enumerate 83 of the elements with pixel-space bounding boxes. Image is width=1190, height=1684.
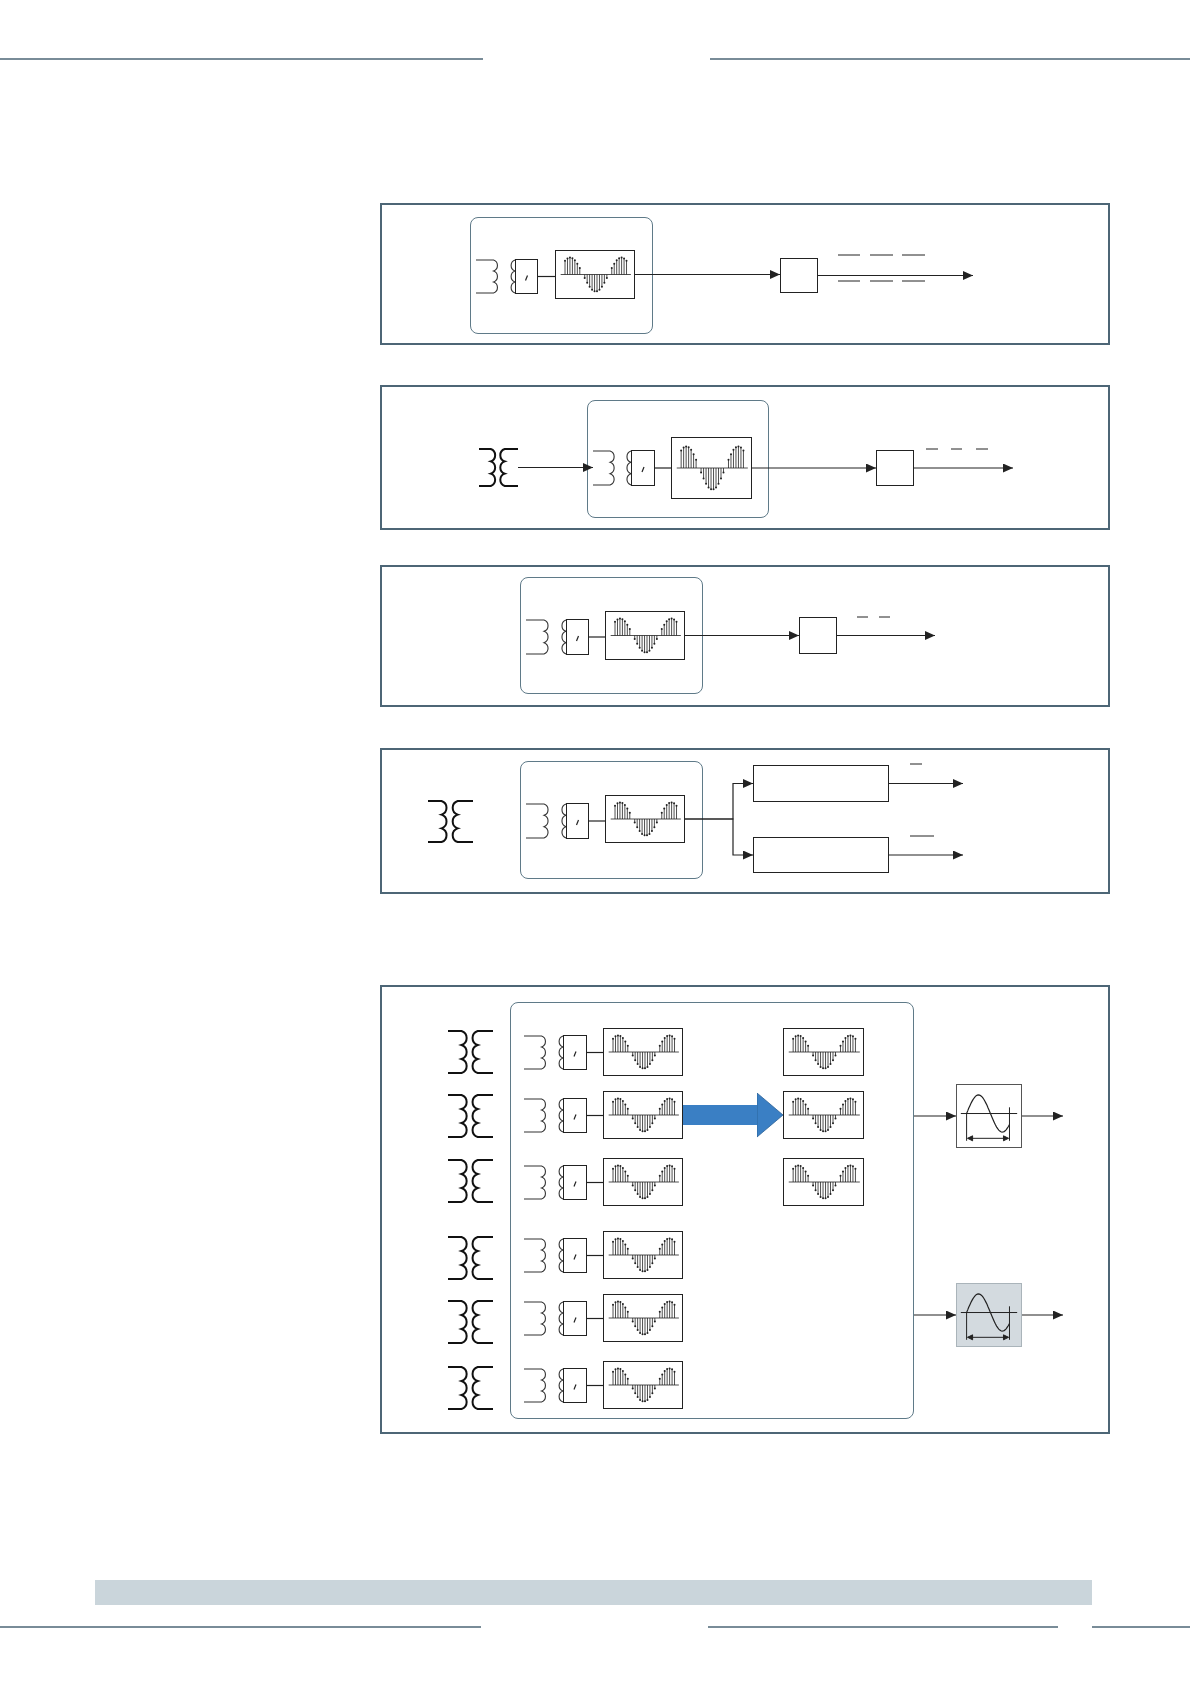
converter-box [514, 258, 538, 294]
arrow [913, 1111, 957, 1121]
sampled-waveform-box [782, 1027, 864, 1076]
input-transformer-symbol [525, 618, 566, 655]
function-box [780, 258, 818, 293]
module-box [520, 761, 703, 879]
sampled-waveform-box [602, 1293, 683, 1342]
function-box [753, 837, 889, 873]
sampled-waveform-box [782, 1090, 864, 1139]
transformer-symbol [448, 1366, 493, 1410]
arrow [684, 631, 800, 640]
connector-line [588, 820, 606, 822]
input-transformer-symbol [523, 1034, 563, 1070]
connector-line [586, 1181, 604, 1184]
converter-box [565, 618, 589, 655]
converter-box [565, 802, 589, 839]
transformer-symbol [479, 448, 518, 487]
connector-line [537, 275, 556, 278]
converter-box [562, 1300, 587, 1336]
module-box [470, 217, 653, 334]
sampled-waveform-box [782, 1157, 864, 1206]
input-transformer-symbol [523, 1164, 563, 1200]
connector-line [588, 636, 606, 638]
sampled-waveform-box [602, 1027, 683, 1076]
sampled-waveform-box [602, 1157, 683, 1206]
module-box [587, 400, 769, 518]
input-transformer-symbol [523, 1367, 563, 1403]
arrow [888, 850, 964, 860]
function-box [876, 450, 914, 486]
connector-line [586, 1114, 604, 1117]
arrow [517, 463, 594, 472]
module-box [520, 577, 703, 694]
converter-box [562, 1034, 587, 1070]
arrow [913, 1310, 957, 1320]
module-box [510, 1002, 914, 1419]
connector-line [586, 1317, 604, 1320]
input-transformer-symbol [592, 449, 631, 486]
transformer-symbol [448, 1236, 493, 1280]
sampled-waveform-box [670, 436, 752, 499]
function-box [799, 617, 837, 654]
transformer-symbol [448, 1030, 493, 1074]
input-transformer-symbol [523, 1237, 563, 1273]
arrow [817, 271, 974, 280]
input-transformer-symbol [475, 258, 515, 294]
block-arrow [683, 1092, 784, 1138]
arrow [1021, 1111, 1064, 1121]
panel-frame [380, 748, 1110, 894]
arrow [888, 779, 964, 788]
connector-line [586, 1384, 604, 1387]
connector-line [586, 1254, 604, 1257]
transformer-symbol [448, 1300, 493, 1344]
transformer-symbol [448, 1159, 493, 1203]
connector-line [586, 1051, 604, 1054]
arrow [913, 463, 1014, 473]
converter-box [562, 1367, 587, 1403]
panel-frame [380, 203, 1110, 345]
transformer-symbol [428, 800, 473, 843]
input-transformer-symbol [525, 802, 566, 839]
arrow [836, 631, 936, 640]
panel-frame [380, 565, 1110, 707]
arrow [634, 270, 781, 279]
arrow [751, 463, 877, 473]
converter-box [562, 1097, 587, 1133]
sampled-waveform-box [604, 610, 685, 660]
sampled-waveform-box [602, 1230, 683, 1279]
measuring-box [956, 1084, 1022, 1148]
connector-line [654, 467, 672, 469]
panel-frame [380, 985, 1110, 1434]
converter-box [630, 449, 655, 486]
arrow [1021, 1310, 1064, 1320]
arrow [684, 818, 754, 860]
function-box [753, 765, 889, 802]
input-transformer-symbol [523, 1097, 563, 1133]
panel-frame [380, 385, 1110, 530]
converter-box [562, 1164, 587, 1200]
sampled-waveform-box [604, 794, 685, 843]
measuring-box [956, 1283, 1022, 1347]
sampled-waveform-box [554, 249, 635, 299]
input-transformer-symbol [523, 1300, 563, 1336]
sampled-waveform-box [602, 1090, 683, 1139]
converter-box [562, 1237, 587, 1273]
transformer-symbol [448, 1094, 493, 1138]
sampled-waveform-box [602, 1360, 683, 1409]
